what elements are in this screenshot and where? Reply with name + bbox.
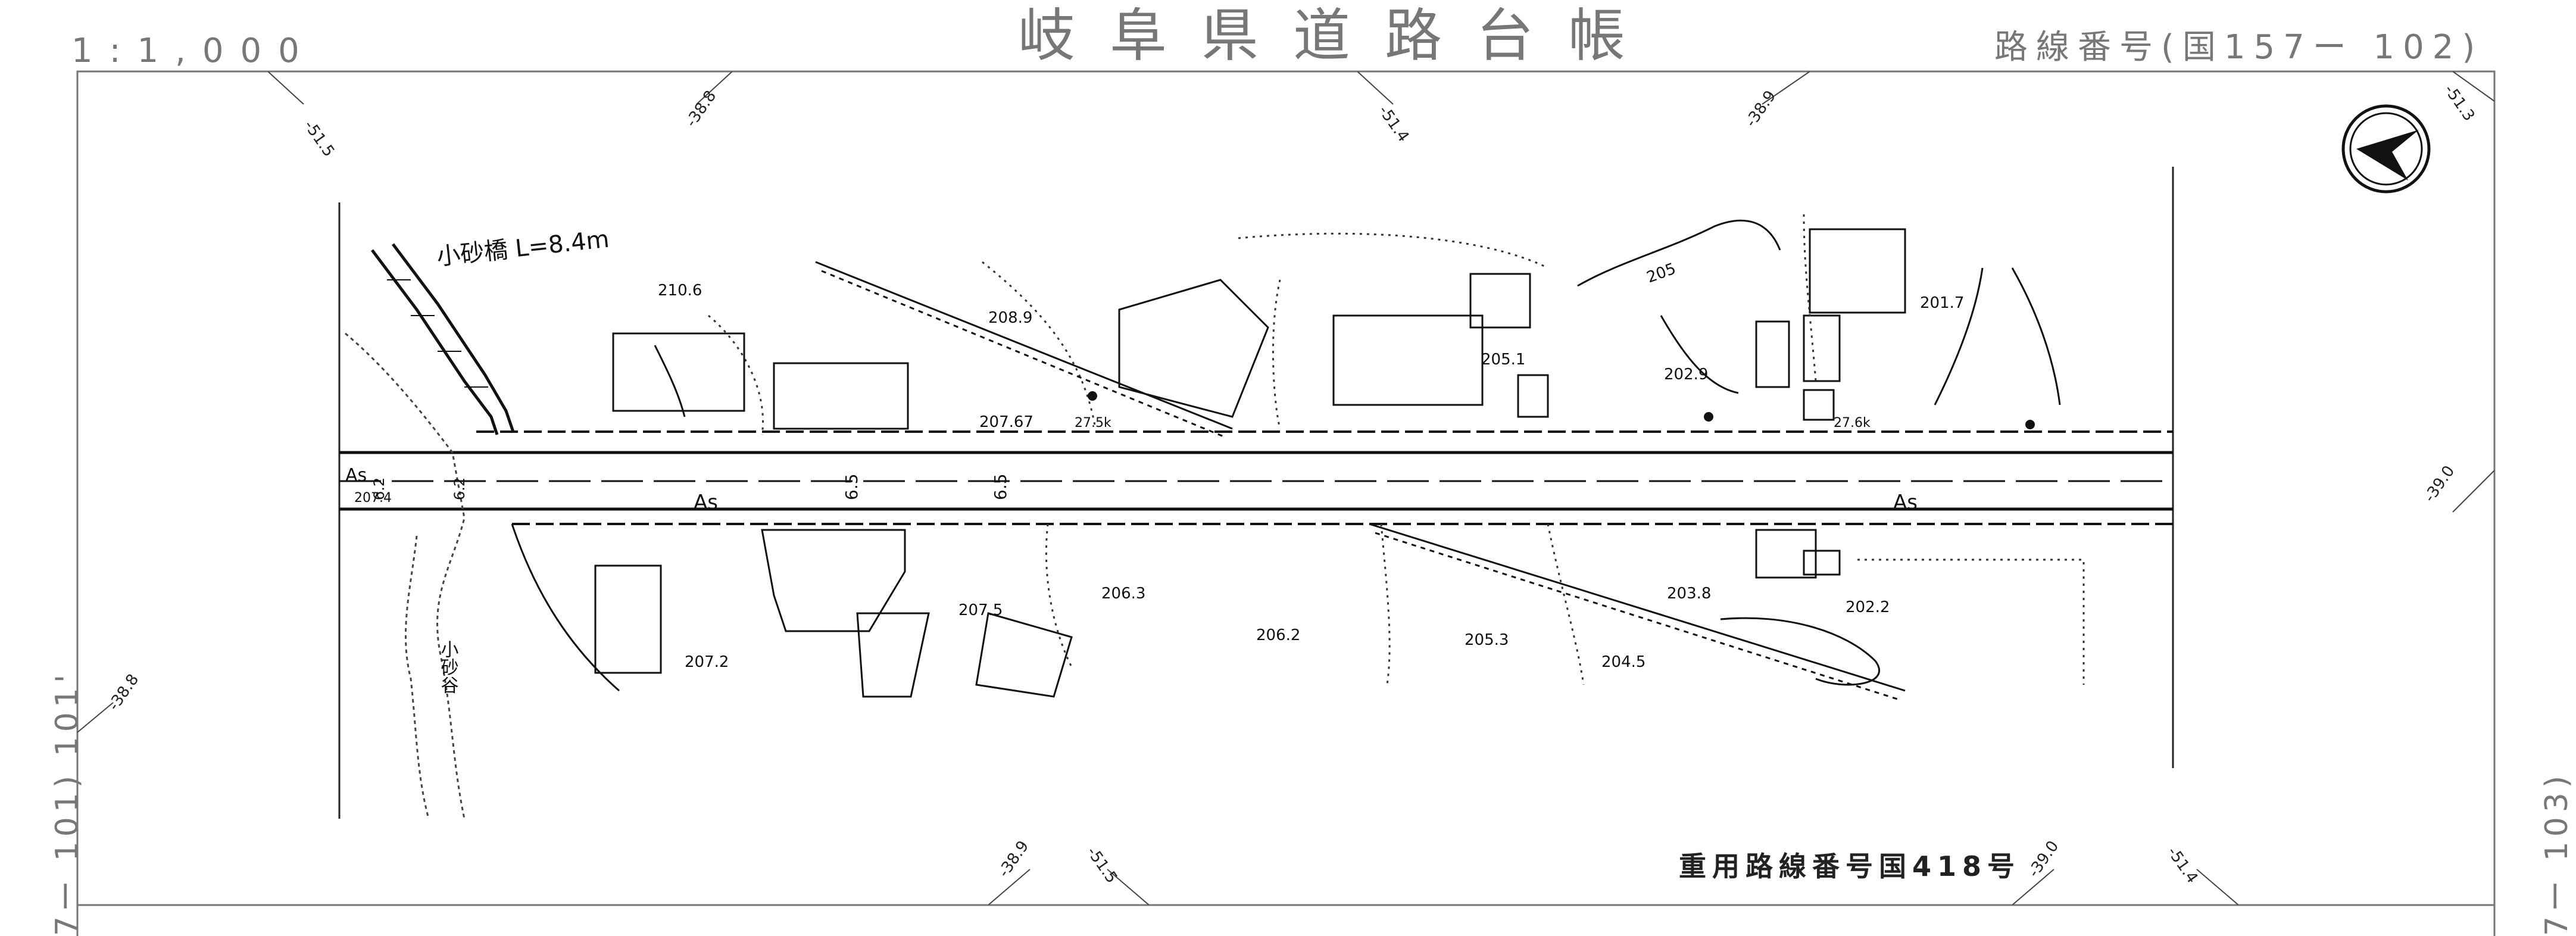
elevation-label: 204.5 (1601, 653, 1645, 671)
main-road (339, 430, 2173, 525)
road-surface-label: As (694, 491, 718, 514)
elevation-label: 208.9 (988, 309, 1032, 327)
parcel-boundaries (708, 214, 2085, 685)
road-surface-label: As (345, 465, 367, 486)
angle-mark: -39.0 (2025, 838, 2062, 881)
elevation-label: 203.8 (1667, 585, 1711, 603)
map-labels: 小砂橋 L=8.4m As As As 6.5 6.5 6.2 6.2 210.… (345, 226, 1964, 694)
elevation-label: 207.4 (354, 491, 392, 506)
bridge (371, 243, 515, 435)
elevation-label: 206.3 (1101, 585, 1145, 603)
buildings-south (594, 529, 1841, 698)
angle-mark: -39.0 (2421, 463, 2458, 506)
angle-mark: -38.8 (105, 671, 142, 714)
angle-mark: -51.4 (2163, 844, 2201, 887)
slope-lines (815, 261, 1906, 701)
route-number: 路線番号(国157ー 102) (1994, 28, 2484, 67)
road-width-label: 6.2 (451, 478, 468, 500)
river (345, 332, 466, 819)
north-arrow-icon (2341, 104, 2431, 194)
angle-mark: -38.8 (682, 88, 720, 130)
page-title: 岐阜県道路台帳 (1018, 2, 1660, 69)
elevation-label: 206.2 (1256, 626, 1300, 644)
elevation-label: 207.5 (958, 601, 1003, 619)
angle-mark: -51.4 (1375, 102, 1412, 145)
angle-mark: -51.3 (2440, 82, 2478, 124)
road-surface-label: As (1893, 491, 1918, 514)
elevation-label: 205.3 (1465, 631, 1509, 649)
contour-label: 205 (1644, 260, 1678, 286)
bridge-label: 小砂橋 L=8.4m (435, 226, 610, 271)
elevation-label: 207.2 (685, 653, 729, 671)
sheet-frame (76, 70, 2496, 936)
stream-label: 小砂谷 (438, 640, 459, 694)
survey-markers (1088, 391, 2035, 429)
elevation-label: 210.6 (658, 282, 702, 299)
elevation-label: 202.9 (1664, 366, 1708, 383)
elevation-label: 205.1 (1481, 351, 1525, 369)
elevation-label: 201.7 (1920, 294, 1964, 312)
angle-mark: -38.9 (995, 838, 1032, 881)
elevation-label: 202.2 (1846, 598, 1890, 616)
angle-ticks (77, 71, 2495, 906)
buildings-north (612, 228, 1906, 430)
km-post-label: 27.6k (1834, 416, 1871, 430)
km-post-label: 27.5k (1075, 416, 1111, 430)
duplicate-route-label: 重用路線番号国418号 (1679, 850, 2021, 882)
road-width-label: 6.5 (991, 473, 1010, 500)
contour-lines (511, 219, 2061, 692)
angle-mark: -51.5 (300, 117, 338, 160)
road-width-label: 6.2 (371, 478, 388, 500)
road-width-label: 6.5 (842, 473, 861, 500)
angle-mark: -51.5 (1083, 844, 1120, 887)
angle-mark: -38.9 (1742, 88, 1779, 130)
elevation-label: 207.67 (979, 413, 1033, 431)
scale-label: 1:1,000 (71, 32, 316, 70)
